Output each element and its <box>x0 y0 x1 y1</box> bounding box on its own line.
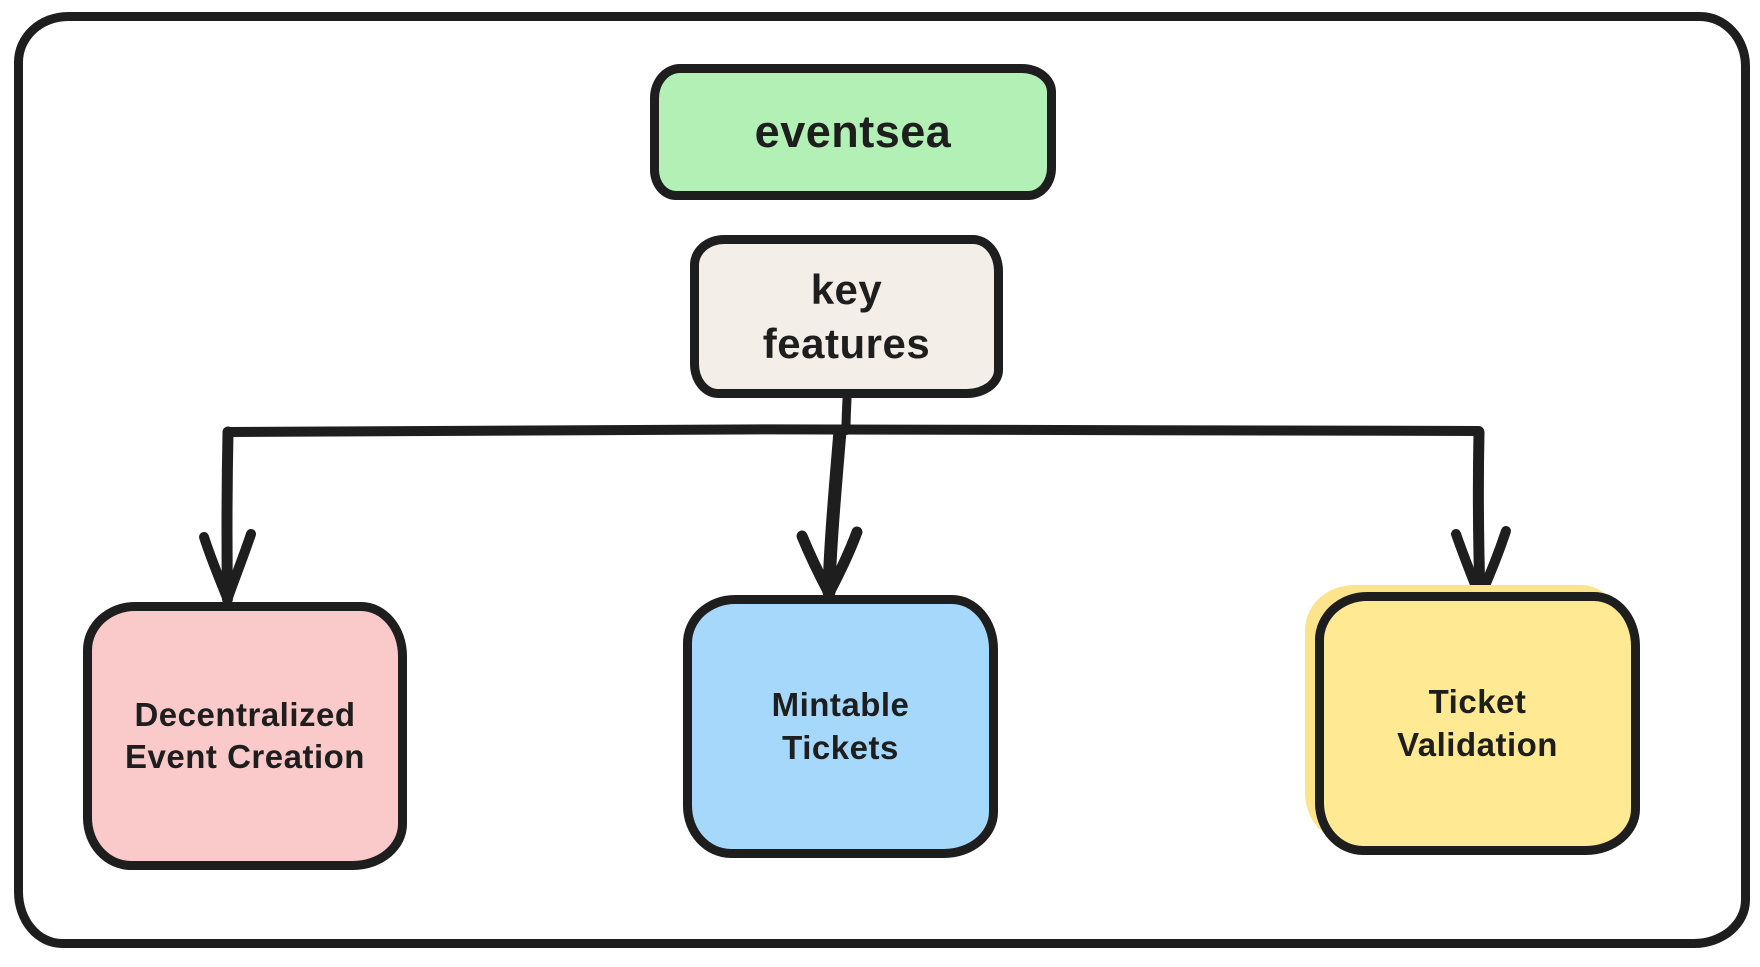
node-key-features-label-line1: key <box>810 265 883 313</box>
node-decentralized-label-line1: Decentralized <box>134 695 356 733</box>
node-ticket-validation-label-line2: Validation <box>1397 725 1558 763</box>
node-key-features: key features <box>690 235 1003 398</box>
node-ticket-validation: Ticket Validation <box>1315 592 1640 855</box>
node-decentralized-event-creation: Decentralized Event Creation <box>83 602 407 870</box>
arrow-to-mintable-tickets <box>796 424 863 599</box>
node-key-features-label-line2: features <box>762 319 931 367</box>
node-mintable-label-line1: Mintable <box>771 686 910 724</box>
node-eventsea-label: eventsea <box>754 106 952 158</box>
arrow-to-decentralized-event-creation <box>199 426 256 605</box>
node-decentralized-label-line2: Event Creation <box>125 738 365 775</box>
node-eventsea: eventsea <box>650 64 1056 200</box>
diagram-frame <box>14 12 1750 948</box>
arrow-to-ticket-validation <box>1451 426 1511 602</box>
node-mintable-tickets: Mintable Tickets <box>683 595 998 858</box>
node-ticket-validation-label-line1: Ticket <box>1428 683 1527 721</box>
branch-line <box>223 424 1484 437</box>
node-mintable-label-line2: Tickets <box>782 728 899 766</box>
